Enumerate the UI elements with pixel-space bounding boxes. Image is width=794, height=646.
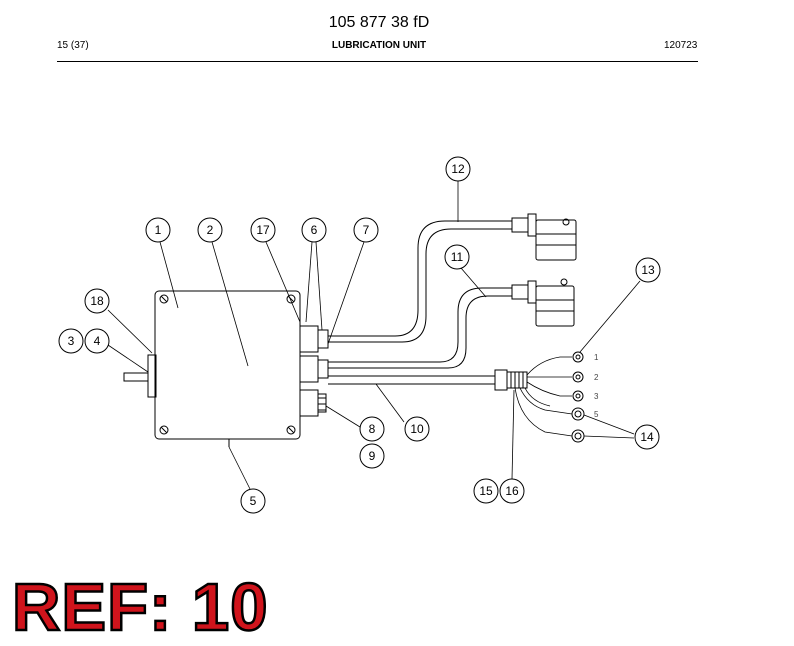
terminal-label-5: 5 [594,410,599,419]
callout-circles [58,156,661,514]
leader-lines [107,181,641,490]
header-rule [57,61,698,62]
section-title: LUBRICATION UNIT [331,40,427,51]
housing [123,290,301,447]
callout-16: 16 [505,484,519,498]
callout-4: 4 [94,334,101,348]
callout-12: 12 [451,162,465,176]
callout-14: 14 [640,430,654,444]
callout-5: 5 [250,494,257,508]
callout-17: 17 [256,223,270,237]
housing-screws [159,294,296,435]
callout-8: 8 [369,422,376,436]
wire-harness [514,356,573,437]
date-code: 120723 [664,40,698,51]
callout-1: 1 [155,223,162,237]
callout-10: 10 [410,422,424,436]
callout-18: 18 [90,294,104,308]
callout-13: 13 [641,263,655,277]
document-number: 105 877 38 fD [328,14,430,31]
ref-label: REF: 10 [11,570,269,645]
cable-glands [299,325,329,417]
cable-harness [328,369,528,391]
callout-3: 3 [68,334,75,348]
callout-6: 6 [311,223,318,237]
cable-upper [328,220,512,343]
terminal-lugs [571,351,585,443]
terminal-label-2: 2 [594,373,599,382]
callout-2: 2 [207,223,214,237]
connector-upper [511,213,577,261]
callout-7: 7 [363,223,370,237]
terminal-label-1: 1 [594,353,599,362]
callout-15: 15 [479,484,493,498]
connector-lower [511,278,575,327]
page-reference: 15 (37) [57,40,89,51]
cable-lower [328,287,512,369]
callout-11: 11 [451,250,464,264]
callout-9: 9 [369,449,376,463]
terminal-label-3: 3 [594,392,599,401]
